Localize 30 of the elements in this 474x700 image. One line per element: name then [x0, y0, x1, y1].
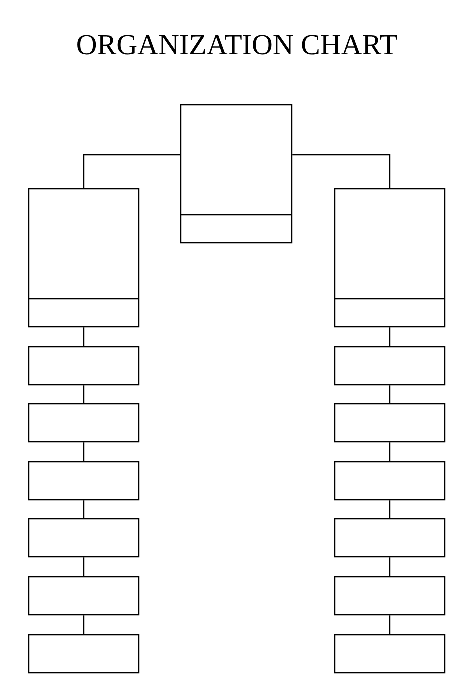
position-box — [28, 576, 140, 616]
position-box — [28, 518, 140, 558]
connector-line — [389, 442, 391, 462]
position-box — [28, 403, 140, 443]
connector-line — [83, 386, 85, 404]
connector-line — [83, 558, 85, 576]
position-box — [334, 461, 446, 501]
connector-line — [389, 386, 391, 404]
connector-line — [292, 154, 391, 188]
connector-line — [83, 500, 85, 518]
position-box — [334, 188, 446, 328]
connector-line — [389, 328, 391, 346]
position-box — [180, 104, 293, 244]
connector-line — [389, 500, 391, 518]
connector-line — [83, 154, 180, 188]
position-box — [334, 346, 446, 386]
connector-line — [83, 328, 85, 346]
position-box — [334, 403, 446, 443]
position-box — [334, 576, 446, 616]
connector-line — [83, 442, 85, 462]
connector-line — [83, 616, 85, 634]
connector-line — [389, 616, 391, 634]
position-box — [28, 461, 140, 501]
position-box — [28, 634, 140, 674]
position-box — [28, 346, 140, 386]
position-box — [28, 188, 140, 328]
position-box — [334, 518, 446, 558]
connector-line — [389, 558, 391, 576]
position-box — [334, 634, 446, 674]
title: ORGANIZATION CHART — [78, 35, 398, 55]
